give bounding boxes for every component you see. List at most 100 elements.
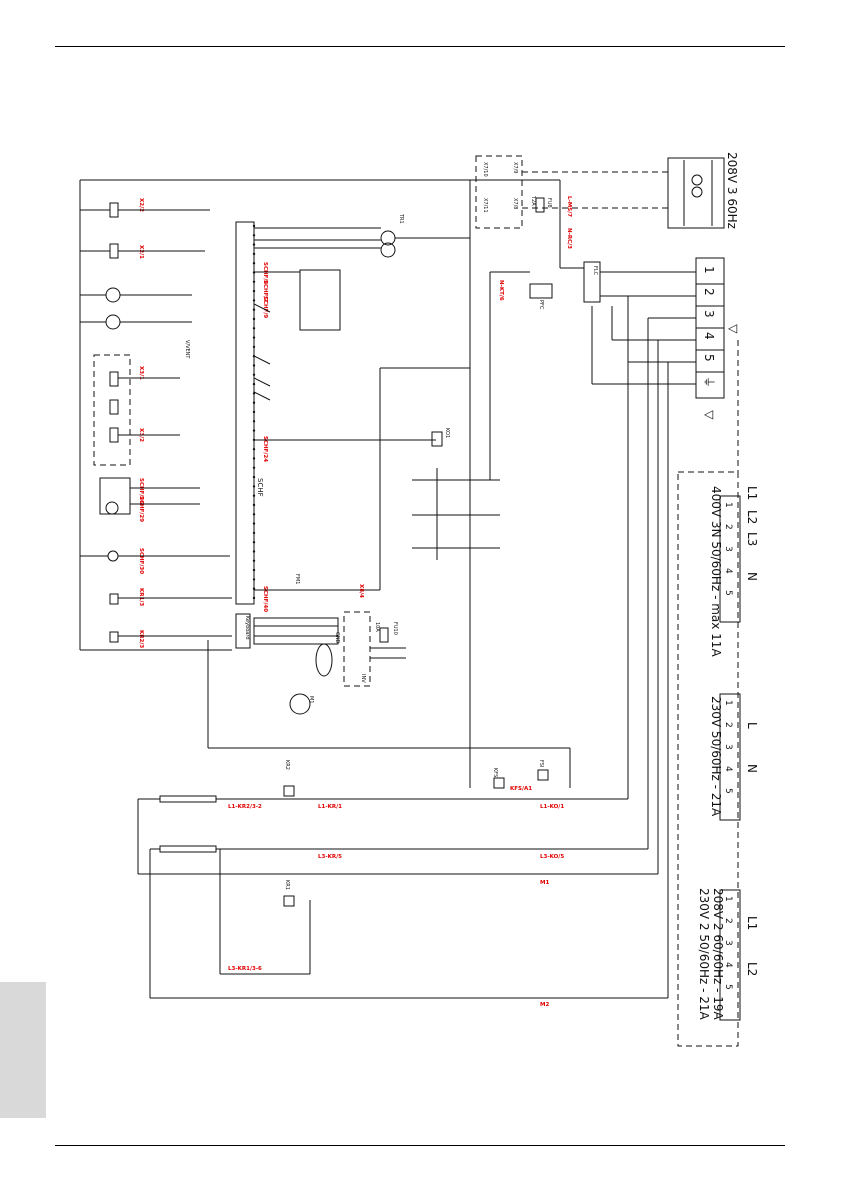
svg-text:X7/11: X7/11 bbox=[482, 198, 488, 213]
controller-pin bbox=[252, 559, 256, 562]
controller-pin bbox=[252, 308, 256, 311]
controller-pin bbox=[252, 587, 256, 590]
svg-text:L3-KO/5: L3-KO/5 bbox=[540, 854, 564, 860]
svg-text:N: N bbox=[745, 572, 759, 581]
svg-text:2: 2 bbox=[723, 722, 733, 728]
svg-text:2: 2 bbox=[723, 524, 733, 530]
svg-text:4: 4 bbox=[723, 766, 733, 772]
svg-text:1: 1 bbox=[723, 502, 733, 508]
keyboard-block: Keyboard bbox=[235, 613, 339, 649]
controller-pin bbox=[252, 531, 256, 535]
top-supply-block: 208V 3 60Hz bbox=[667, 152, 739, 229]
main-terminal-ground: ⏚ bbox=[702, 376, 716, 388]
controller-pin bbox=[252, 568, 256, 572]
svg-text:L: L bbox=[745, 722, 759, 729]
svg-text:T2A: T2A bbox=[530, 195, 536, 206]
svg-text:L3-KR/5: L3-KR/5 bbox=[318, 854, 342, 860]
aux-dashed-box: X7/10 X7/9 X7/11 X7/8 bbox=[475, 155, 668, 229]
header-rule bbox=[55, 46, 785, 47]
svg-text:N: N bbox=[745, 764, 759, 773]
controller-pin bbox=[252, 420, 256, 423]
svg-text:KFS: KFS bbox=[492, 768, 498, 777]
svg-text:SCHF/9: SCHF/9 bbox=[262, 296, 268, 318]
controller-pin bbox=[252, 401, 256, 404]
svg-text:KFS/A1: KFS/A1 bbox=[510, 786, 532, 792]
svg-text:1: 1 bbox=[723, 896, 733, 902]
svg-text:FM1: FM1 bbox=[294, 574, 300, 584]
controller-pin bbox=[252, 252, 256, 256]
supply-230v-2phase-voltage: 230V 2 50/60Hz - 21A bbox=[697, 888, 711, 1021]
svg-text:TR1: TR1 bbox=[398, 213, 404, 224]
svg-text:L1: L1 bbox=[745, 916, 759, 930]
controller-pin bbox=[252, 364, 256, 367]
svg-text:2: 2 bbox=[723, 918, 733, 924]
supply-400v-voltage: 400V 3N 50/60Hz - max 11A bbox=[709, 486, 723, 657]
svg-text:SCHF/26: SCHF/26 bbox=[138, 478, 144, 504]
supply-option-400v: 400V 3N 50/60Hz - max 11A L1 L2 L3 N 1 2… bbox=[709, 486, 759, 657]
svg-text:L3-KR1/3-6: L3-KR1/3-6 bbox=[228, 966, 262, 972]
main-terminal-5: 5 bbox=[702, 354, 716, 362]
svg-text:KR2/3: KR2/3 bbox=[138, 630, 144, 648]
svg-text:L-MS/7: L-MS/7 bbox=[566, 196, 572, 217]
svg-text:SCHF: SCHF bbox=[256, 478, 264, 497]
svg-text:SCHF/7: SCHF/7 bbox=[262, 280, 268, 302]
svg-text:5: 5 bbox=[723, 984, 733, 990]
svg-text:L1-KO/1: L1-KO/1 bbox=[540, 804, 564, 810]
svg-text:FLC: FLC bbox=[592, 266, 598, 276]
controller-pin bbox=[252, 299, 256, 302]
controller-pin bbox=[252, 578, 256, 581]
controller-pin bbox=[252, 457, 256, 460]
svg-text:GND: GND bbox=[334, 632, 340, 644]
inverter-block: INV GND FU10 10A M1 bbox=[289, 611, 406, 715]
controller-pin bbox=[252, 410, 256, 414]
main-terminal-block: 1 2 3 4 5 ⏚ ◁ ◁ bbox=[628, 257, 737, 421]
controller-pin bbox=[252, 317, 256, 321]
svg-text:X7/9: X7/9 bbox=[512, 162, 518, 173]
pfc-flc: PFC FLC N-RC/3 L-MS/7 N-KT/6 bbox=[489, 180, 696, 480]
controller-pin bbox=[252, 485, 256, 488]
controller-pin bbox=[252, 475, 256, 479]
svg-text:SCHF/29: SCHF/29 bbox=[138, 496, 144, 522]
controller-pin bbox=[252, 448, 256, 451]
svg-text:M1: M1 bbox=[308, 696, 314, 704]
controller-pin bbox=[252, 541, 256, 544]
svg-text:M2: M2 bbox=[540, 1002, 549, 1008]
svg-text:Keyboard: Keyboard bbox=[244, 616, 250, 640]
svg-text:3: 3 bbox=[723, 940, 733, 946]
svg-text:FSI: FSI bbox=[538, 760, 544, 767]
svg-text:L1-KR/1: L1-KR/1 bbox=[318, 804, 342, 810]
controller-pin bbox=[252, 429, 256, 432]
controller-pin bbox=[252, 550, 256, 553]
controller-pin bbox=[252, 382, 256, 386]
svg-text:5: 5 bbox=[723, 788, 733, 794]
contactor-ko1: KO1 bbox=[412, 428, 500, 560]
svg-text:◁: ◁ bbox=[727, 321, 737, 335]
controller-pin bbox=[252, 373, 256, 376]
supply-option-230v: 230V 50/60Hz - 21A L N 1 2 3 4 5 bbox=[709, 693, 759, 821]
fuse-fu8: FU8 T2A bbox=[530, 195, 552, 213]
svg-text:SCHF/30: SCHF/30 bbox=[138, 548, 144, 574]
controller-pin bbox=[252, 522, 256, 525]
svg-text:X3/1: X3/1 bbox=[138, 366, 144, 380]
svg-text:◁: ◁ bbox=[703, 407, 713, 421]
controller-pin bbox=[252, 280, 256, 283]
controller-pin bbox=[252, 336, 256, 339]
supply-208v-2phase-voltage: 208V 2 60/60Hz - 19A bbox=[711, 888, 725, 1021]
controller-pin bbox=[252, 224, 256, 228]
main-terminal-4: 4 bbox=[702, 332, 716, 340]
controller-pin bbox=[252, 289, 256, 293]
svg-text:5: 5 bbox=[723, 590, 733, 596]
svg-text:KR1/3: KR1/3 bbox=[138, 588, 144, 606]
controller-pin bbox=[252, 345, 256, 349]
svg-text:3: 3 bbox=[723, 546, 733, 552]
svg-text:KO1: KO1 bbox=[444, 428, 450, 438]
controller-pin bbox=[252, 234, 256, 237]
svg-text:KR1: KR1 bbox=[284, 880, 290, 890]
svg-text:L2: L2 bbox=[745, 962, 759, 976]
controller-pin bbox=[252, 243, 256, 246]
main-terminal-3: 3 bbox=[702, 310, 716, 318]
svg-text:V/VENT: V/VENT bbox=[184, 340, 190, 359]
svg-text:L1: L1 bbox=[745, 486, 759, 500]
svg-text:X2/1: X2/1 bbox=[138, 245, 144, 259]
